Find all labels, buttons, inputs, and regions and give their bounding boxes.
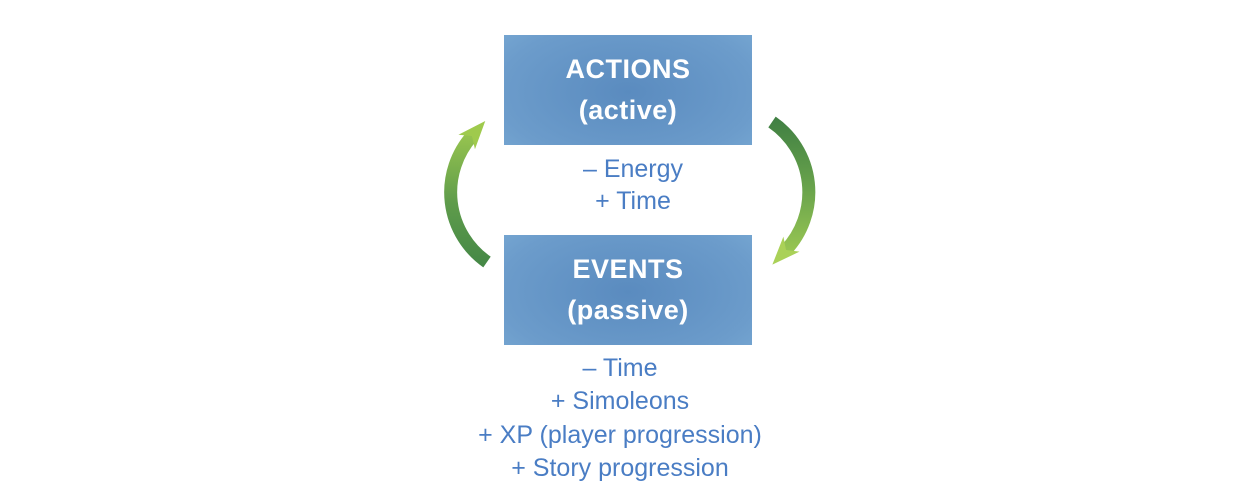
actions-box: ACTIONS (active) (504, 35, 752, 145)
cycle-arrow-down-icon (768, 116, 816, 265)
cost-line-time: + Time (595, 187, 671, 215)
events-result-list: – Time + Simoleons + XP (player progress… (381, 352, 859, 486)
events-box-title: EVENTS (572, 254, 684, 284)
cost-line-energy: – Energy (582, 155, 684, 183)
actions-cost-list: – Energy + Time (509, 153, 757, 217)
cycle-arrow-up-icon (444, 121, 491, 268)
actions-box-title: ACTIONS (565, 54, 691, 84)
actions-box-subtitle: (active) (578, 95, 678, 125)
result-line-time: – Time (582, 354, 658, 382)
result-line-simoleons: + Simoleons (550, 387, 690, 416)
result-line-story: + Story progression (511, 454, 729, 483)
events-box-subtitle: (passive) (567, 295, 689, 325)
result-line-xp: + XP (player progression) (478, 420, 762, 449)
events-box: EVENTS (passive) (504, 235, 752, 345)
